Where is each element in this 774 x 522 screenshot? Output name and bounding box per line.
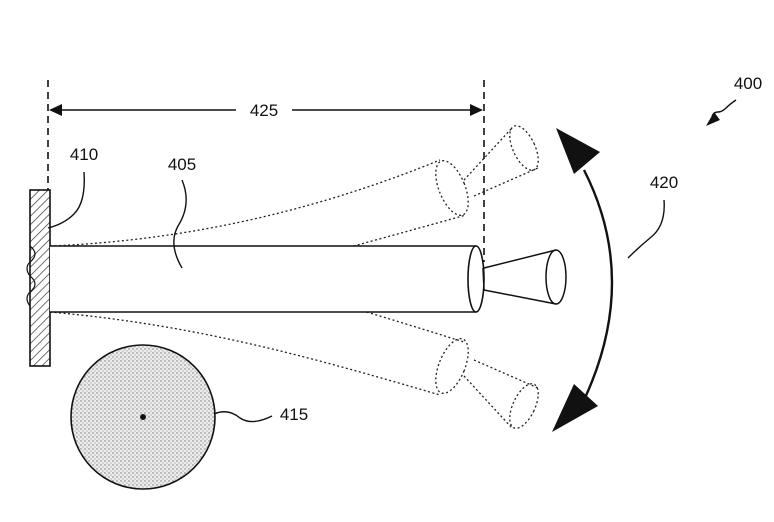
leader-420 (627, 199, 665, 259)
swing-arrowhead-bottom (552, 384, 598, 432)
arrowhead-400 (706, 112, 720, 126)
rod-tip-cone (482, 249, 567, 305)
dimension-line-425 (49, 104, 483, 116)
label-420: 420 (650, 173, 678, 192)
main-rod (50, 245, 485, 313)
label-425: 425 (250, 101, 278, 120)
label-400: 400 (734, 74, 762, 93)
leader-405 (173, 179, 187, 269)
leader-410 (47, 171, 85, 229)
label-405: 405 (168, 155, 196, 174)
leader-400 (711, 99, 737, 117)
label-410: 410 (70, 145, 98, 164)
label-415: 415 (280, 405, 308, 424)
swing-arc (582, 169, 614, 401)
disc-center-point (140, 414, 146, 420)
base-plate (26, 189, 51, 367)
leader-415 (213, 411, 273, 423)
swing-arrowhead-top (556, 128, 600, 174)
